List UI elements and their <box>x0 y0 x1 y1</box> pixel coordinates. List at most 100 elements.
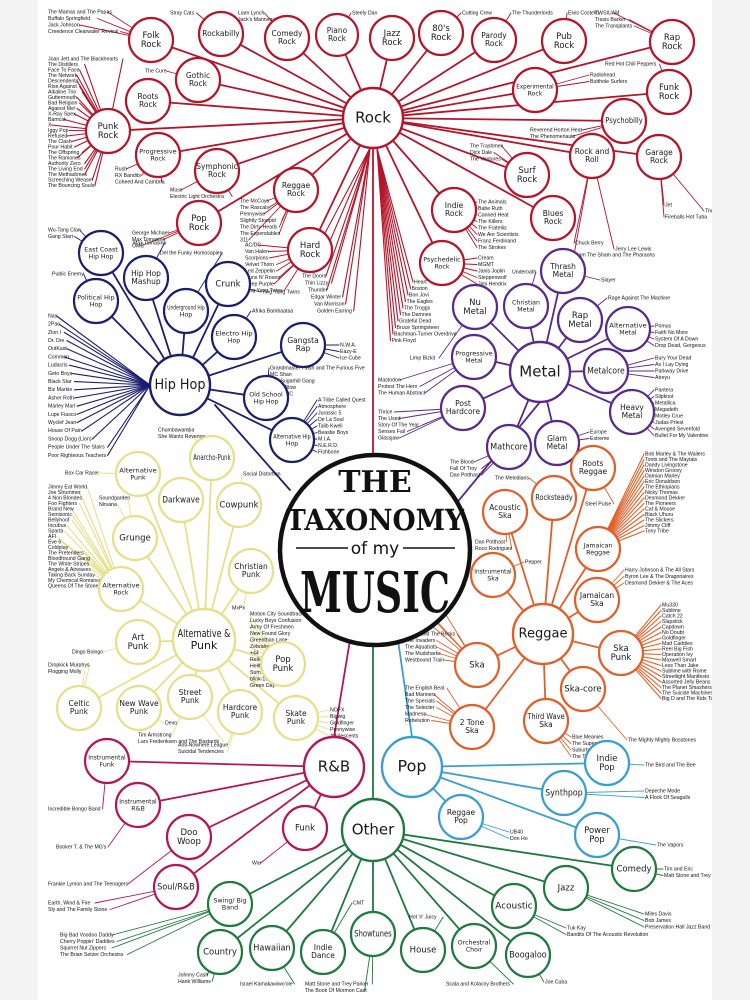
artist-label: Frankie Lymon and The Teenagers <box>48 881 128 887</box>
genre-label: Hip Hop <box>253 398 278 405</box>
artist-label: Butthole Surfers <box>590 79 628 85</box>
artist-label: The Suicide Machines <box>662 690 712 696</box>
genre-circle <box>448 703 496 751</box>
artist-connector <box>73 384 151 391</box>
artist-label: Sly and The Family Stone <box>48 907 107 913</box>
artist-label: Authority Zero <box>48 161 81 167</box>
artist-label: Adolescents <box>330 733 359 739</box>
artist-label: Boston <box>412 286 428 292</box>
artist-connector <box>376 147 407 303</box>
genre-label: Rap <box>572 311 588 321</box>
genre-label: Skate <box>285 709 307 718</box>
genre-label: Celtic <box>68 699 89 708</box>
artist-label: Madness <box>405 711 426 717</box>
genre-label: Garage <box>645 148 673 157</box>
artist-label: Creedence Clearwater Revival <box>48 29 118 35</box>
artist-label: Steppenwolf <box>478 275 507 281</box>
artist-label: Radiohead <box>590 72 615 78</box>
genre-label: Pop <box>275 655 290 665</box>
artist-label: The White Stripes <box>48 561 90 567</box>
artist-connector <box>58 323 151 386</box>
genre-label: Pop <box>599 763 614 773</box>
artist-label: Red Hot Chili Peppers <box>605 61 657 67</box>
genre-node-funk: Funk <box>281 804 329 852</box>
artist-label: The Mamas and The Papas <box>48 9 112 15</box>
artist-label: Bandits Of The Acoustic Revolution <box>567 932 648 938</box>
genre-circle <box>430 186 478 234</box>
artist-label: Maxwell Smart <box>662 657 697 663</box>
genre-label: Orchestral <box>458 940 491 947</box>
genre-label: Rock <box>650 156 669 165</box>
artist-label: The English Beat <box>405 685 445 691</box>
artist-label: The Sugarhill Gang <box>270 378 315 384</box>
artist-label: Desmond Dekker & The Aces <box>625 580 693 586</box>
genre-label: Funk <box>100 761 115 768</box>
genre-label: Rock <box>278 37 297 46</box>
artist-label: Taking Back Sunday <box>48 572 95 578</box>
genre-label: Metal <box>517 306 535 313</box>
artist-label: Tim and Eric <box>664 866 693 872</box>
artist-label: Europe <box>590 429 607 435</box>
artist-connector <box>76 384 151 407</box>
artist-label: Semisonic <box>48 512 72 518</box>
genre-label: Pop <box>191 214 206 224</box>
artist-label: Grandmaster Flash and The Furious Five <box>270 365 365 371</box>
artist-label: blink-182 <box>250 676 271 682</box>
artist-label: Bad Religion <box>48 100 78 106</box>
genre-label: Gangsta <box>287 336 318 345</box>
hub-circle <box>508 340 572 404</box>
artist-label: The Ramones <box>48 155 81 161</box>
genre-circle <box>542 864 590 912</box>
artist-label: House Of Pain <box>48 428 82 434</box>
artist-label: Talib Kweli <box>318 423 343 429</box>
artist-label: The Pioneers <box>645 501 676 507</box>
genre-node-boogaloo: Boogaloo <box>504 931 552 979</box>
genre-label: Rock <box>141 40 161 50</box>
genre-connector <box>372 117 554 219</box>
genre-circle <box>242 374 290 422</box>
genre-label: Roots <box>583 459 604 468</box>
genre-label: Showtunes <box>354 930 392 940</box>
artist-label: Hot 'n' Juicy <box>409 914 437 920</box>
artist-label: Jet <box>665 202 672 208</box>
artist-label: Bury Your Dead <box>655 355 691 361</box>
artist-label: Dan P and The Bricks <box>405 631 456 637</box>
artist-label: Ludacris <box>48 363 68 369</box>
genre-label: Political Hip <box>77 295 114 302</box>
artist-label: Eve 6 <box>48 539 61 545</box>
artist-label: Liam Lynch <box>238 10 264 16</box>
genre-circle <box>597 629 645 677</box>
artist-label: Dr. Dre <box>48 338 65 344</box>
artist-label: Dick Dale <box>470 150 492 156</box>
artist-label: The Pretenders <box>48 550 84 556</box>
artist-label: Poor Righteous Teachers <box>48 453 107 459</box>
genre-label: Roots <box>138 92 159 101</box>
artist-label: Slipknot <box>655 394 674 400</box>
genre-label: Underground Hip <box>167 305 204 312</box>
genre-label: 80's <box>432 24 450 34</box>
genre-label: Alternative & <box>178 627 231 640</box>
genre-circle <box>450 333 498 381</box>
artist-label: The Doors <box>302 273 327 279</box>
artist-connector <box>107 384 151 448</box>
artist-label: Joan Jett and The Blackhearts <box>48 56 118 62</box>
artist-label: Iggy Pop <box>48 128 69 134</box>
genre-node-anarcho-punk: Anarcho-Punk <box>188 434 236 482</box>
artist-label: Edgar Winter <box>311 294 342 300</box>
genre-node-ska: Ska <box>453 641 501 689</box>
genre-label: Instrumental <box>119 799 157 806</box>
genre-label: Rocksteady <box>535 493 573 502</box>
artist-label: Black Star <box>48 379 72 385</box>
artist-label: Pantera <box>655 387 673 393</box>
hub-node-reggae: Reggae <box>511 602 575 666</box>
artist-label: Wu-Tang Clan <box>48 227 81 233</box>
artist-label: MxPx <box>232 605 245 611</box>
